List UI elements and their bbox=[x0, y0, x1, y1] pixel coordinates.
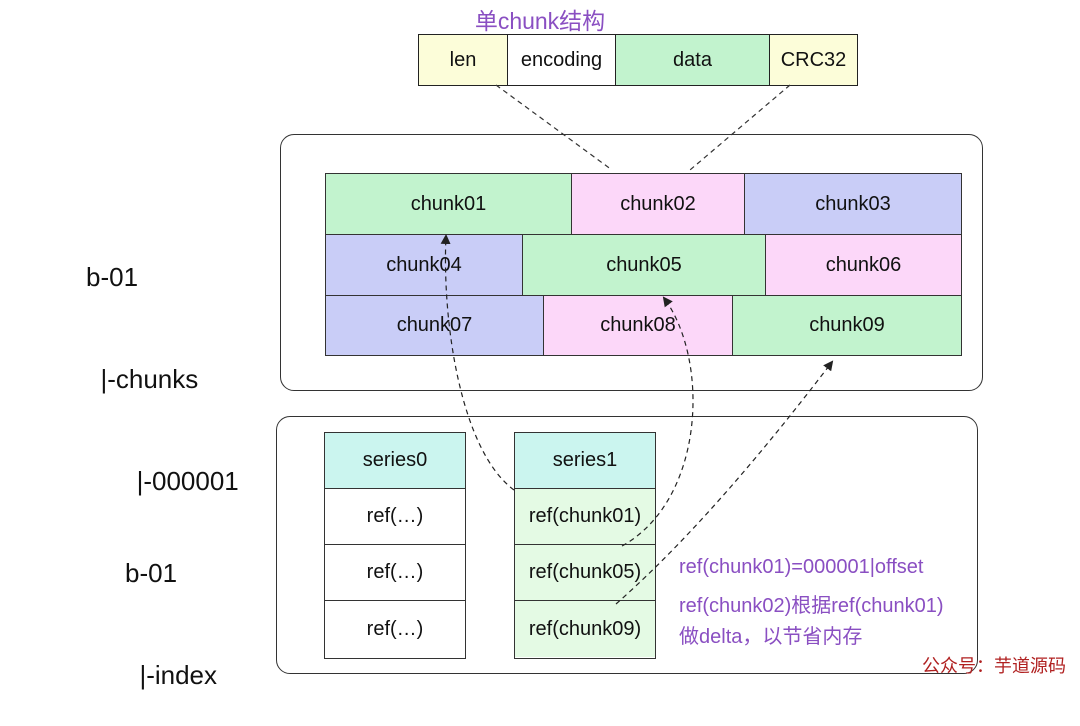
series0-ref-row: ref(…) bbox=[325, 489, 465, 545]
header-guide-right bbox=[689, 84, 791, 171]
series1-table: series1 ref(chunk01) ref(chunk05) ref(ch… bbox=[514, 432, 656, 659]
chunks-path-line: b-01 bbox=[86, 262, 139, 292]
chunk-row-3: chunk07 chunk08 chunk09 bbox=[326, 296, 961, 355]
note-line: ref(chunk01)=000001|offset bbox=[679, 556, 924, 578]
field-data: data bbox=[616, 35, 770, 85]
offset-note: ref(chunk01)=000001|offset ref(chunk02)根… bbox=[679, 552, 944, 653]
diagram-title: 单chunk结构 bbox=[474, 8, 606, 34]
series1-ref-chunk09: ref(chunk09) bbox=[515, 601, 655, 657]
index-path-label: b-01 |-index bbox=[125, 488, 217, 726]
chunk-row-1: chunk01 chunk02 chunk03 bbox=[326, 174, 961, 235]
index-file-box bbox=[276, 416, 978, 674]
chunks-path-label: b-01 |-chunks |-000001 bbox=[86, 192, 239, 532]
chunks-path-line: |-chunks bbox=[86, 364, 199, 394]
field-crc32: CRC32 bbox=[770, 35, 857, 85]
chunks-file-box bbox=[280, 134, 983, 391]
series0-ref-row: ref(…) bbox=[325, 545, 465, 601]
connector-lines bbox=[440, 84, 834, 605]
chunk07-cell: chunk07 bbox=[326, 296, 544, 355]
chunk04-cell: chunk04 bbox=[326, 235, 523, 295]
series1-ref-chunk01: ref(chunk01) bbox=[515, 489, 655, 545]
chunk06-cell: chunk06 bbox=[766, 235, 961, 295]
series1-ref-chunk05: ref(chunk05) bbox=[515, 545, 655, 601]
chunk05-cell: chunk05 bbox=[523, 235, 766, 295]
chunk02-cell: chunk02 bbox=[572, 174, 745, 234]
series0-header: series0 bbox=[325, 433, 465, 489]
ref-chunk09-arrow bbox=[615, 360, 834, 605]
index-path-line: |-index bbox=[125, 660, 218, 690]
chunk09-cell: chunk09 bbox=[733, 296, 961, 355]
note-line: 做delta，以节省内存 bbox=[679, 626, 863, 648]
header-guide-left bbox=[495, 84, 613, 171]
chunk08-cell: chunk08 bbox=[544, 296, 733, 355]
chunk-grid: chunk01 chunk02 chunk03 chunk04 chunk05 … bbox=[325, 173, 962, 356]
note-line: ref(chunk02)根据ref(chunk01) bbox=[679, 595, 944, 617]
field-len: len bbox=[419, 35, 508, 85]
chunk-row-2: chunk04 chunk05 chunk06 bbox=[326, 235, 961, 296]
field-encoding: encoding bbox=[508, 35, 616, 85]
series0-table: series0 ref(…) ref(…) ref(…) bbox=[324, 432, 466, 659]
chunk-structure-header: len encoding data CRC32 bbox=[418, 34, 858, 86]
series1-header: series1 bbox=[515, 433, 655, 489]
chunk01-cell: chunk01 bbox=[326, 174, 572, 234]
watermark: 公众号：芋道源码 bbox=[922, 656, 1066, 676]
index-path-line: b-01 bbox=[125, 558, 178, 588]
ref-chunk05-arrow bbox=[621, 296, 694, 547]
series0-ref-row: ref(…) bbox=[325, 601, 465, 657]
chunk03-cell: chunk03 bbox=[745, 174, 961, 234]
chunks-path-line: |-000001 bbox=[86, 466, 239, 496]
ref-chunk01-arrow bbox=[440, 234, 515, 491]
